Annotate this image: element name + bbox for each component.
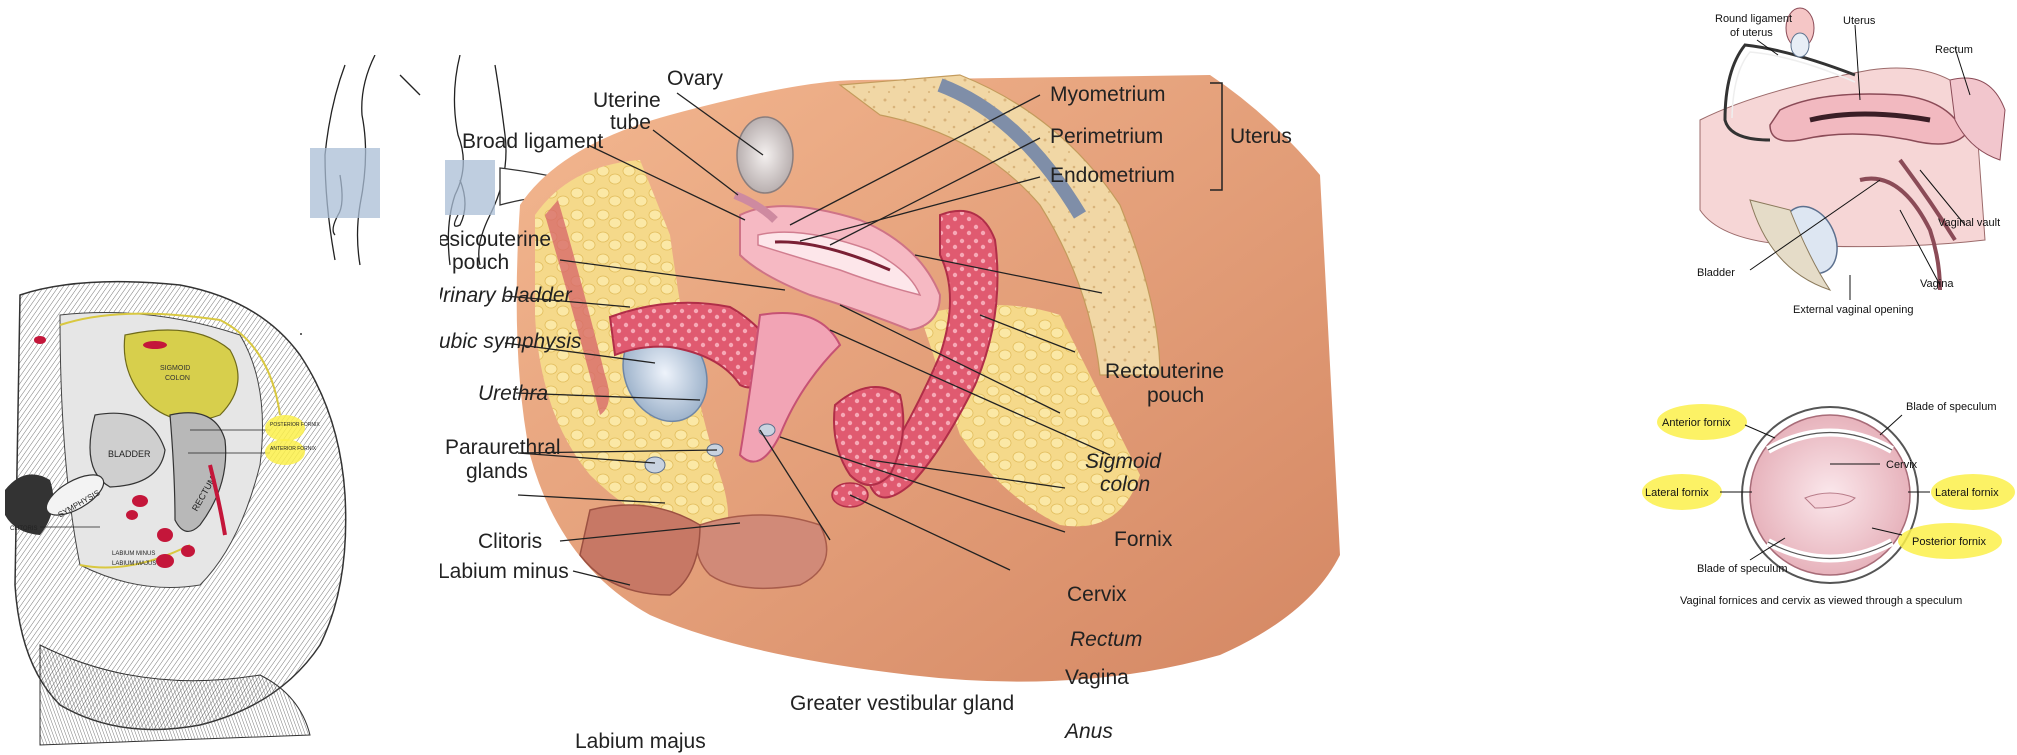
- paraurethral-label-1: Paraurethral: [445, 436, 561, 459]
- ovary-label: Ovary: [667, 67, 724, 90]
- posterior-fornix-label: POSTERIOR FORNIX: [270, 422, 320, 428]
- speculum-caption: Vaginal fornices and cervix as viewed th…: [1680, 595, 1962, 607]
- paraurethral-label-2: glands: [466, 460, 528, 483]
- clitoris-label: CLITORIS: [10, 526, 38, 532]
- clitoris-label: Clitoris: [478, 530, 542, 553]
- perimetrium-label: Perimetrium: [1050, 125, 1163, 148]
- anus-label: Anus: [1063, 720, 1113, 743]
- uterine-tube-label-2: tube: [610, 111, 651, 134]
- svg-text:COLON: COLON: [165, 375, 190, 382]
- cervix-label: Cervix: [1886, 459, 1918, 471]
- anterior-fornix-label: ANTERIOR FORNIX: [270, 446, 317, 452]
- external-vaginal-opening-label: External vaginal opening: [1793, 304, 1913, 316]
- cervix-label: Cervix: [1067, 583, 1127, 606]
- myometrium-label: Myometrium: [1050, 83, 1166, 106]
- pubic-symphysis-label: Pubic symphysis: [440, 330, 582, 353]
- urinary-bladder-label: Urinary bladder: [440, 284, 573, 307]
- vagina-label: Vagina: [1065, 666, 1129, 689]
- rectouterine-pouch-label-2: pouch: [1147, 384, 1204, 407]
- uterus-sideview-illustration: Round ligament of uterus Uterus Rectum V…: [1670, 0, 2017, 330]
- labium-majus-label: Labium majus: [575, 730, 706, 753]
- bladder-label: BLADDER: [108, 449, 151, 459]
- female-pelvis-illustration: Ovary Uterine tube Broad ligament Vesico…: [440, 55, 1670, 755]
- urethra-label: Urethra: [478, 382, 548, 405]
- gray-sagittal-figure: SIGMOID COLON BLADDER SYMPHYSIS RECTUM P…: [0, 265, 400, 755]
- fornix-label: Fornix: [1114, 528, 1173, 551]
- anterior-fornix-label: Anterior fornix: [1662, 417, 1731, 429]
- sigmoid-colon-label-2: colon: [1100, 473, 1150, 496]
- speculum-side-figure: Round ligament of uterus Uterus Rectum V…: [1670, 0, 2017, 330]
- vaginal-vault-label: Vaginal vault: [1938, 217, 2000, 229]
- labium-minus-label: LABIUM MINUS: [112, 551, 155, 557]
- greater-vestibular-gland-label: Greater vestibular gland: [790, 692, 1014, 715]
- blade-speculum-top-label: Blade of speculum: [1906, 401, 1997, 413]
- vesicouterine-label-1: Vesicouterine: [440, 228, 551, 251]
- round-ligament-label-1: Round ligament: [1715, 13, 1792, 25]
- rectum-label: Rectum: [1935, 44, 1973, 56]
- rectum-label: Rectum: [1070, 628, 1142, 651]
- gray-sagittal-illustration: SIGMOID COLON BLADDER SYMPHYSIS RECTUM P…: [0, 265, 400, 755]
- rectouterine-pouch-label-1: Rectouterine: [1105, 360, 1224, 383]
- vagina-label: Vagina: [1920, 278, 1954, 290]
- sigmoid-colon-label-1: Sigmoid: [1085, 450, 1162, 473]
- blade-speculum-bottom-label: Blade of speculum: [1697, 563, 1788, 575]
- labium-minus-label: Labium minus: [440, 560, 569, 583]
- lateral-fornix-right-label: Lateral fornix: [1935, 487, 1999, 499]
- svg-text:SIGMOID: SIGMOID: [160, 365, 190, 372]
- uterine-tube-label-1: Uterine: [593, 89, 661, 112]
- bladder-label: Bladder: [1697, 267, 1735, 279]
- uterus-label: Uterus: [1843, 15, 1876, 27]
- vesicouterine-label-2: pouch: [452, 251, 509, 274]
- speculum-view-figure: Anterior fornix Blade of speculum Cervix…: [1640, 390, 2017, 640]
- endometrium-label: Endometrium: [1050, 164, 1175, 187]
- main-pelvis-diagram: Ovary Uterine tube Broad ligament Vesico…: [440, 55, 1670, 755]
- labium-majus-label: LABIUM MAJUS: [112, 561, 156, 567]
- fornices-illustration: Anterior fornix Blade of speculum Cervix…: [1640, 390, 2017, 640]
- uterus-label: Uterus: [1230, 125, 1292, 148]
- broad-ligament-label: Broad ligament: [462, 130, 603, 153]
- round-ligament-label-2: of uterus: [1730, 27, 1773, 39]
- posterior-fornix-label: Posterior fornix: [1912, 536, 1986, 548]
- lateral-fornix-left-label: Lateral fornix: [1645, 487, 1709, 499]
